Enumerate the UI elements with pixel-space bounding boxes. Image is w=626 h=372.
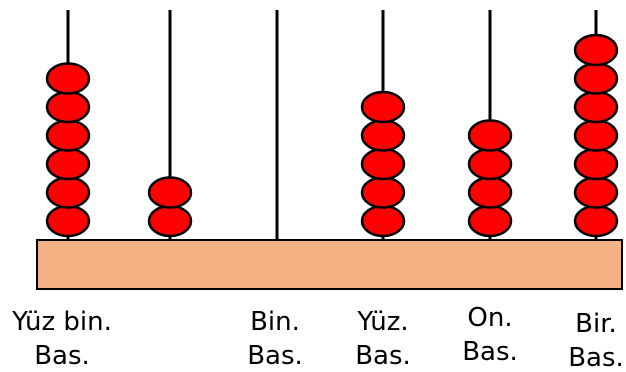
rod-6-label-line-1: Bir. [575,309,617,339]
bead [573,176,619,209]
bead [573,147,619,181]
bead [360,119,406,152]
rod-3-label-line-1: Bin. [250,307,300,337]
bead [360,147,406,181]
rod-3-label-line-2: Bas. [247,341,303,371]
bead [45,119,91,152]
bead [45,62,91,95]
bead [573,62,619,95]
bead [573,204,619,238]
bead [467,147,513,181]
rod-4-label-line-1: Yüz. [356,307,408,337]
bead [360,90,406,124]
rods-group [66,10,598,240]
bead [360,204,406,238]
bead [45,147,91,181]
abacus-base [36,239,623,290]
bead [147,176,193,209]
beads-group [45,33,619,238]
rod-5-label-line-1: On. [467,303,512,333]
bead [573,119,619,152]
bead [360,176,406,209]
rod-5-label-line-2: Bas. [462,337,518,367]
rod-1-label-line-1: Yüz bin. [11,307,112,337]
bead [467,204,513,238]
place-labels: Yüz bin. Bas. Bin. Bas. Yüz. Bas. On. Ba… [11,303,624,372]
rod-6-label-line-2: Bas. [568,343,624,372]
bead [45,204,91,238]
bead [45,90,91,124]
bead [573,90,619,124]
bead [467,176,513,209]
bead [45,176,91,209]
bead [573,33,619,67]
bead [467,119,513,152]
rod-4-label-line-2: Bas. [355,341,411,371]
rod-1-label-line-2: Bas. [34,341,90,371]
bead [147,204,193,238]
